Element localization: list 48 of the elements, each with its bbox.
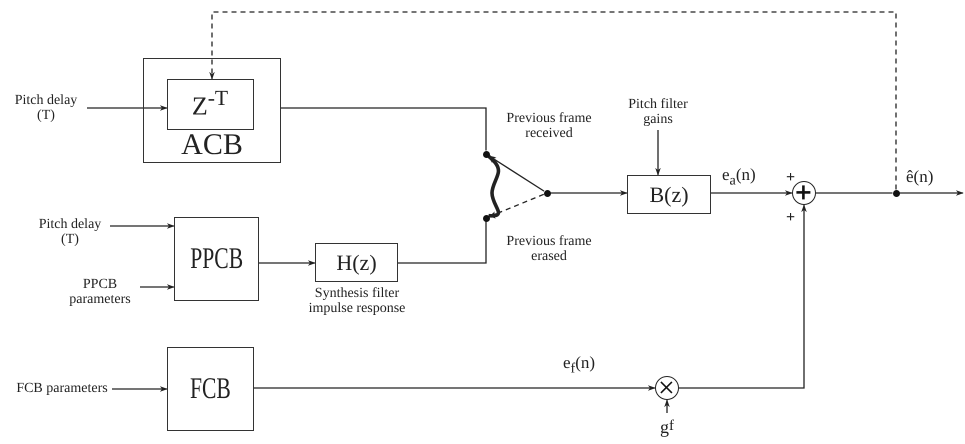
signal-line (816, 192, 892, 194)
block-label: H(z) (336, 252, 377, 274)
arrow (140, 284, 175, 290)
arrow (259, 260, 316, 266)
signal-label: ê(n) (906, 168, 934, 186)
switch-contact (482, 214, 490, 222)
junction-dot (892, 190, 900, 196)
block-label: PPCB (190, 244, 243, 274)
delay-box (166, 78, 254, 130)
filter-box (315, 243, 398, 282)
input-label: PPCB parameters (60, 276, 140, 310)
summing-junction (792, 181, 816, 205)
codebook-box (143, 58, 281, 163)
arrow (209, 11, 897, 190)
arrow (254, 385, 656, 391)
switch-arrow (487, 154, 500, 219)
input-label: Pitch delay (T) (5, 92, 87, 126)
arrow (679, 204, 807, 389)
arrow (110, 223, 175, 229)
switch-contact (482, 150, 490, 158)
block-label: FCB (190, 374, 231, 404)
arrow (87, 105, 168, 111)
switch-pivot (544, 190, 550, 196)
arrow (550, 190, 628, 196)
sign-label: + (786, 210, 796, 227)
block-label: B(z) (649, 184, 689, 206)
signal-label: e$_{f}$(n) (563, 354, 596, 376)
input-label: Pitch delay (T) (30, 216, 110, 250)
input-label: Pitch filter gains (622, 96, 694, 130)
arrow (664, 399, 670, 413)
output-arrow (900, 190, 964, 196)
input-label: FCB parameters (12, 372, 112, 406)
signal-line (398, 222, 487, 264)
node-label: Previous frame erased (505, 235, 593, 264)
block-label: ACB (181, 130, 243, 160)
block-label: Z$^{-T}$ (192, 88, 228, 120)
codebook-box (167, 347, 254, 431)
arrow (112, 386, 168, 392)
node-label: Previous frame received (505, 112, 593, 142)
node-label: Synthesis filter impulse response (308, 287, 406, 316)
filter-box (627, 175, 711, 214)
arrow (655, 130, 661, 176)
signal-line (281, 107, 487, 150)
multiplier (655, 376, 679, 400)
codebook-box (174, 217, 259, 301)
sign-label: + (786, 170, 796, 187)
arrow (711, 190, 793, 196)
signal-label: e$_{a}$(n) (722, 166, 756, 188)
